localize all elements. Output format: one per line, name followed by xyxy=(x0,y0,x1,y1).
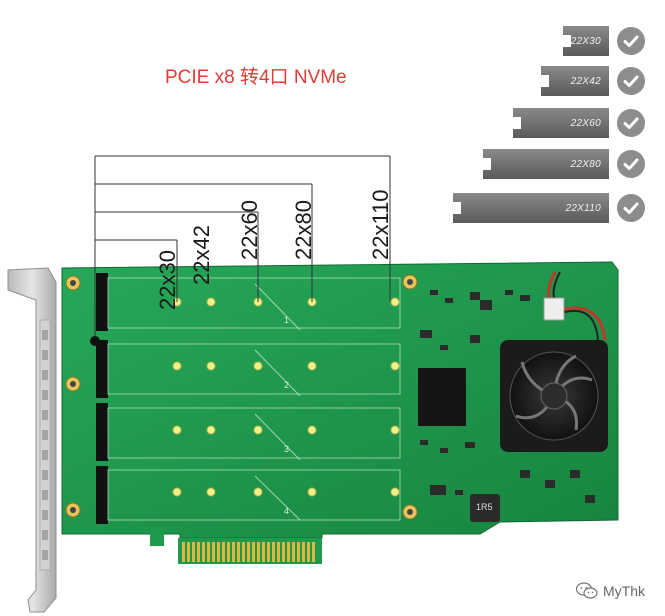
supported-size-22x110: 22X110 xyxy=(453,191,645,225)
size-label-22x42: 22x42 xyxy=(189,225,214,285)
check-icon xyxy=(617,109,645,137)
inductor-marking: 1R5 xyxy=(476,502,493,512)
supported-size-22x42: 22X42 xyxy=(541,64,645,98)
ssd-size-label: 22X60 xyxy=(570,117,601,129)
pcie-switch-chip xyxy=(418,368,466,426)
dimension-origin-dot xyxy=(90,336,100,346)
wechat-icon xyxy=(576,582,598,599)
size-label-22x60: 22x60 xyxy=(237,200,262,260)
cooling-fan xyxy=(500,340,608,452)
ssd-stick-icon: 22X60 xyxy=(513,108,609,138)
ssd-size-label: 22X30 xyxy=(570,35,601,47)
inductor xyxy=(470,494,500,522)
ssd-stick-icon: 22X110 xyxy=(453,193,609,223)
supported-size-22x60: 22X60 xyxy=(513,106,645,140)
fan-header xyxy=(543,297,565,321)
m2-slot-1 xyxy=(96,273,401,331)
ssd-size-label: 22X110 xyxy=(565,202,601,214)
dimension-lines xyxy=(94,155,391,340)
smd-components xyxy=(420,290,595,503)
slot-number-2: 2 xyxy=(284,380,290,390)
size-label-22x30: 22x30 xyxy=(155,250,180,310)
metal-bracket xyxy=(7,267,57,613)
ssd-stick-icon: 22X42 xyxy=(541,66,609,96)
size-label-22x110: 22x110 xyxy=(368,189,393,260)
supported-size-22x80: 22X80 xyxy=(483,147,645,181)
watermark: MyThk xyxy=(576,582,645,600)
ssd-stick-icon: 22X30 xyxy=(563,26,609,56)
pcb xyxy=(61,261,619,564)
m2-slots xyxy=(96,273,401,524)
ssd-size-label: 22X80 xyxy=(570,158,601,170)
ssd-stick-icon: 22X80 xyxy=(483,149,609,179)
size-label-22x80: 22x80 xyxy=(291,200,316,260)
supported-size-22x30: 22X30 xyxy=(563,24,645,58)
ssd-size-label: 22X42 xyxy=(570,75,601,87)
check-icon xyxy=(617,27,645,55)
slot-number-3: 3 xyxy=(284,444,290,454)
check-icon xyxy=(617,67,645,95)
m2-slot-2 xyxy=(96,340,401,398)
slot-number-4: 4 xyxy=(284,506,290,516)
slot-number-1: 1 xyxy=(284,315,290,325)
m2-slot-4 xyxy=(96,466,401,524)
m2-slot-3 xyxy=(96,403,401,461)
watermark-text: MyThk xyxy=(603,583,645,599)
check-icon xyxy=(617,150,645,178)
check-icon xyxy=(617,194,645,222)
page-title: PCIE x8 转4口 NVMe xyxy=(165,67,347,88)
